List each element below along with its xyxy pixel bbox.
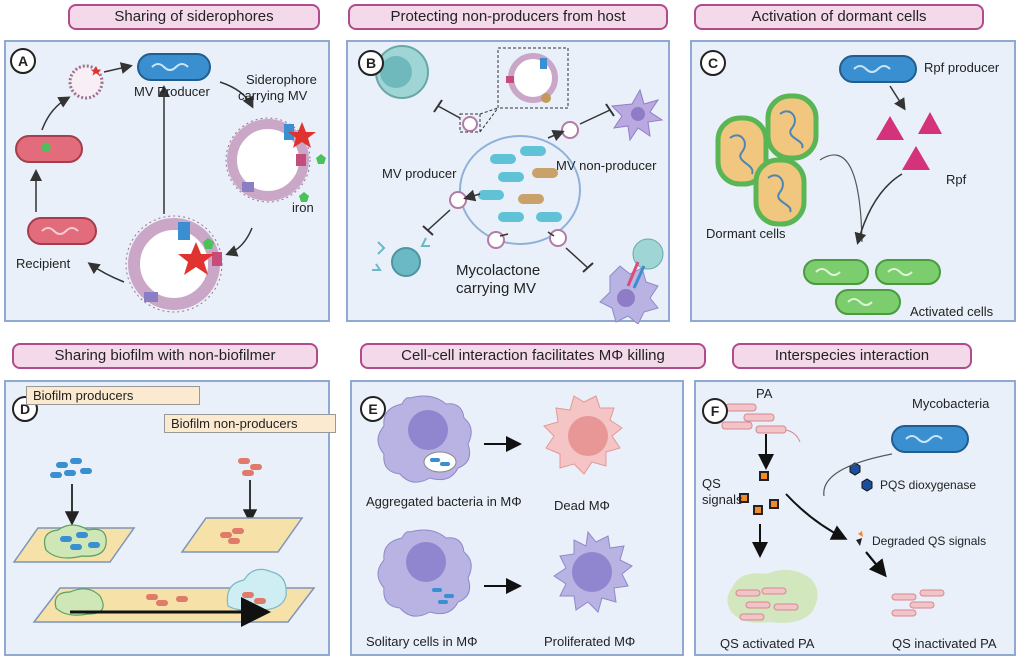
mv-producer-label-b: MV producer [382,166,457,181]
panel-d: D Biofilm producers Biofilm non-producer… [4,380,336,656]
proliferated-macrophage-icon [553,530,633,613]
panel-d-illustration [12,458,316,627]
mycolactone-mv-inset-icon [506,53,558,103]
pa-bacteria-icon [721,403,801,443]
biofilm-non-producers-label: Biofilm non-producers [164,414,336,433]
panel-c: C Rpf producer Rpf Dormant cells Activat… [690,40,1016,322]
panel-f: F PA Mycobacteria QS signals PQS dioxyge… [694,380,1016,656]
siderophore-label-line1: Siderophore [246,72,317,87]
qs-inactivated-pa-icon [891,589,945,617]
panel-f-letter: F [702,398,728,424]
mv-producer-label: MV Producer [134,84,210,99]
degraded-signals-icon [858,531,863,537]
rpf-label: Rpf [946,172,967,187]
dead-label: Dead MΦ [554,498,610,513]
panel-c-title: Activation of dormant cells [694,4,984,30]
macrophage-tcell-icon [599,238,664,324]
bacterial-population-icon [478,146,562,222]
mycobacteria-label: Mycobacteria [912,396,990,411]
rpf-producer-bacterium-icon [839,55,917,83]
panel-a-illustration [15,53,326,313]
solitary-label: Solitary cells in MΦ [366,634,478,649]
dormant-cells-label: Dormant cells [706,226,786,241]
qs-signals-label-line2: signals [702,492,743,507]
mv-non-producer-label: MV non-producer [556,158,657,173]
qs-signals-icon [739,471,779,515]
panel-e-title: Cell-cell interaction facilitates MΦ kil… [360,343,706,369]
panel-b-illustration [372,45,664,324]
pqs-dioxygenase-label: PQS dioxygenase [880,478,977,492]
dead-macrophage-icon [543,395,623,475]
dendritic-cell-icon [610,88,664,142]
mv-producer-bacterium-icon [137,53,211,81]
aggregated-label: Aggregated bacteria in MΦ [366,494,522,509]
small-mv-icon [68,64,104,100]
qs-activated-pa-icon [727,569,818,623]
panel-e: E Aggregated bacteria in MΦ Dead MΦ Soli… [350,380,684,656]
panel-a-letter: A [10,48,36,74]
biofilm-producers-label: Biofilm producers [26,386,200,405]
macrophage-aggregated-icon [377,395,472,483]
panel-b-letter: B [358,50,384,76]
iron-icon [316,154,326,164]
b-cell-antibody-icon [372,237,430,277]
panel-d-title: Sharing biofilm with non-biofilmer [12,343,318,369]
recipient-bacterium-icon-2 [27,217,97,245]
panel-c-illustration [715,55,942,315]
recipient-mv-icon [125,215,223,313]
host-cell-icon [375,45,429,99]
degraded-label: Degraded QS signals [872,534,987,548]
mycobacteria-icon [891,425,969,453]
qs-inactivated-label: QS inactivated PA [892,636,997,651]
recipient-label: Recipient [16,256,71,271]
qs-signals-label-line1: QS [702,476,721,491]
mycolactone-label-line1: Mycolactone [456,262,541,279]
dormant-cells-icon [715,93,819,227]
rpf-producer-label: Rpf producer [924,60,1000,75]
panel-c-letter: C [700,50,726,76]
pa-label: PA [756,386,773,401]
panel-f-illustration [721,403,969,623]
activated-cells-icon [803,259,941,315]
proliferated-label: Proliferated MΦ [544,634,636,649]
siderophore-mv-icon [225,117,316,203]
panel-a-title: Sharing of siderophores [68,4,320,30]
panel-e-illustration [377,395,633,617]
panel-e-letter: E [360,396,386,422]
panel-b-title: Protecting non-producers from host [348,4,668,30]
siderophore-label-line2: carrying MV [238,88,308,103]
pqs-dioxygenase-icon [849,462,861,476]
activated-cells-label: Activated cells [910,304,994,319]
biofilm-non-producer-cluster-icon [238,458,262,476]
qs-activated-label: QS activated PA [720,636,815,651]
biofilm-producer-cluster-icon [50,458,92,478]
iron-label: iron [292,200,314,215]
macrophage-solitary-icon [377,529,472,617]
panel-f-title: Interspecies interaction [732,343,972,369]
panel-b: B MV producer MV non-producer Mycolacton… [346,40,670,324]
rpf-icon [876,112,942,170]
panel-a: A MV Producer Siderophore carrying MV ir… [4,40,330,322]
mycolactone-label-line2: carrying MV [456,280,537,297]
recipient-bacterium-icon [15,135,83,163]
